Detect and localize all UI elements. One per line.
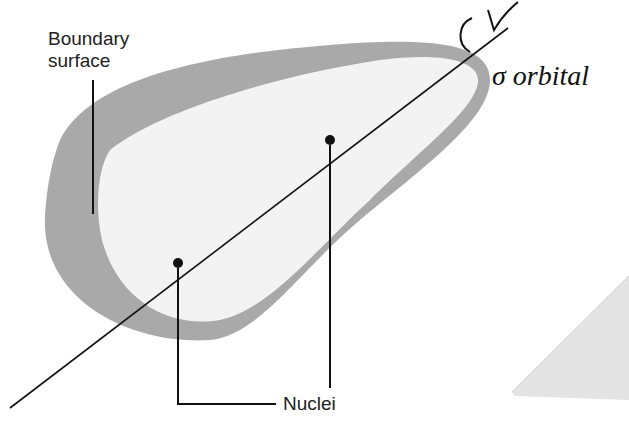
check-mark xyxy=(488,2,518,30)
orbital-interior xyxy=(98,57,478,322)
handwritten-mark xyxy=(460,18,472,52)
leader-line xyxy=(178,268,276,404)
nucleus xyxy=(173,258,183,268)
gray-panel xyxy=(512,275,629,400)
part-label: Nuclei xyxy=(283,393,336,415)
leader-line xyxy=(329,145,331,388)
panel-edge xyxy=(512,276,629,392)
internuclear-axis xyxy=(10,28,508,408)
leader-line xyxy=(92,80,94,214)
handwritten-note: σ orbital xyxy=(492,60,589,92)
part-label: Boundary surface xyxy=(48,28,158,72)
nucleus xyxy=(325,135,335,145)
boundary-surface xyxy=(45,42,490,341)
